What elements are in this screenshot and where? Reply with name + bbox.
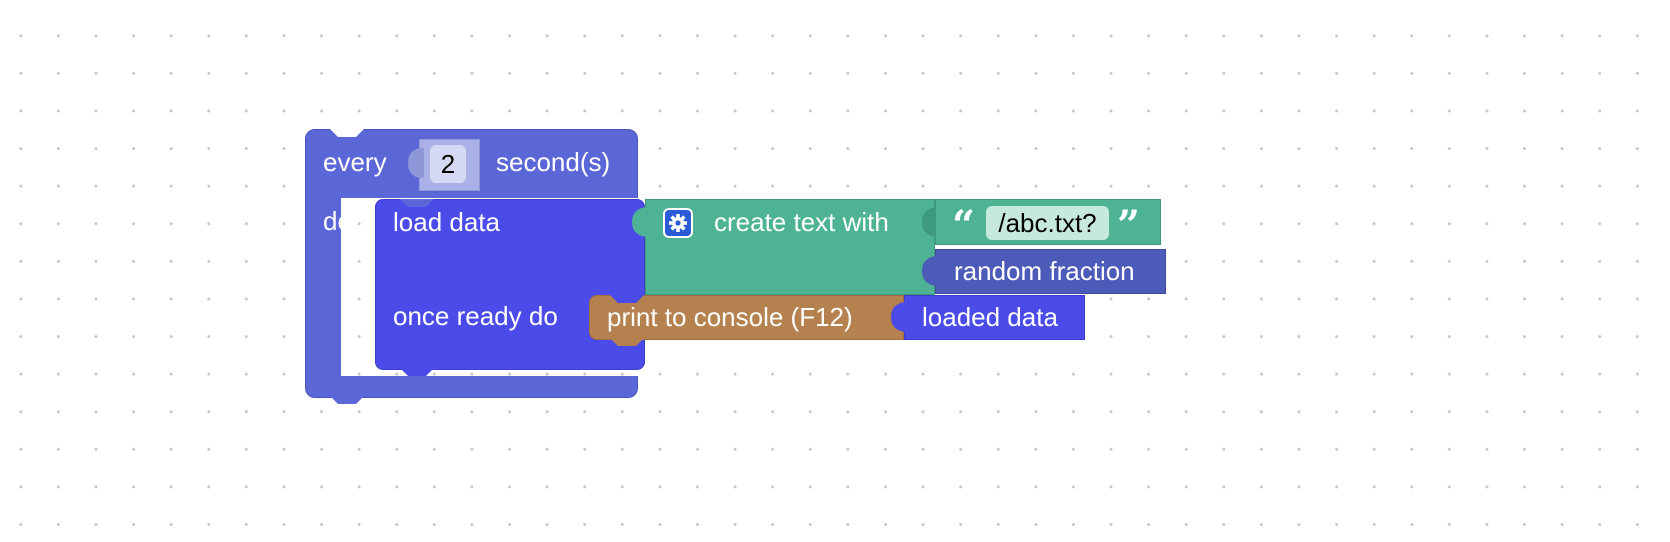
- random-fraction-connector: [922, 256, 936, 286]
- open-quote-icon: “: [952, 202, 976, 249]
- print-to-console-label: print to console (F12): [607, 302, 853, 332]
- load-data-top-notch: [400, 199, 434, 207]
- do-label: do: [323, 206, 352, 236]
- interval-number-field[interactable]: 2: [430, 145, 466, 183]
- print-block-bottom-tab: [610, 338, 644, 346]
- text-literal-connector: [922, 207, 936, 237]
- loaded-data-block[interactable]: [904, 295, 1085, 340]
- create-text-label: create text with: [714, 207, 889, 237]
- load-data-block[interactable]: [375, 199, 645, 370]
- every-block-top-notch: [330, 129, 364, 137]
- every-label: every: [323, 147, 387, 177]
- random-fraction-block[interactable]: [935, 249, 1166, 294]
- print-to-console-block[interactable]: [589, 295, 904, 340]
- loaded-data-connector: [891, 302, 905, 332]
- create-text-with-block[interactable]: [645, 199, 935, 295]
- interval-slot-connector: [408, 148, 424, 178]
- load-data-bottom-tab: [400, 368, 434, 376]
- random-fraction-label: random fraction: [954, 256, 1135, 286]
- seconds-unit-label: second(s): [496, 147, 611, 177]
- mutator-gear-icon[interactable]: [663, 208, 693, 238]
- create-text-output-connector: [632, 207, 646, 237]
- loaded-data-label: loaded data: [922, 302, 1058, 332]
- load-data-label: load data: [393, 207, 500, 237]
- every-block-bottom-tab: [330, 396, 364, 404]
- once-ready-do-label: once ready do: [393, 301, 558, 331]
- print-block-top-notch: [610, 295, 644, 303]
- text-value-field[interactable]: /abc.txt?: [986, 206, 1109, 240]
- close-quote-icon: ”: [1117, 202, 1141, 249]
